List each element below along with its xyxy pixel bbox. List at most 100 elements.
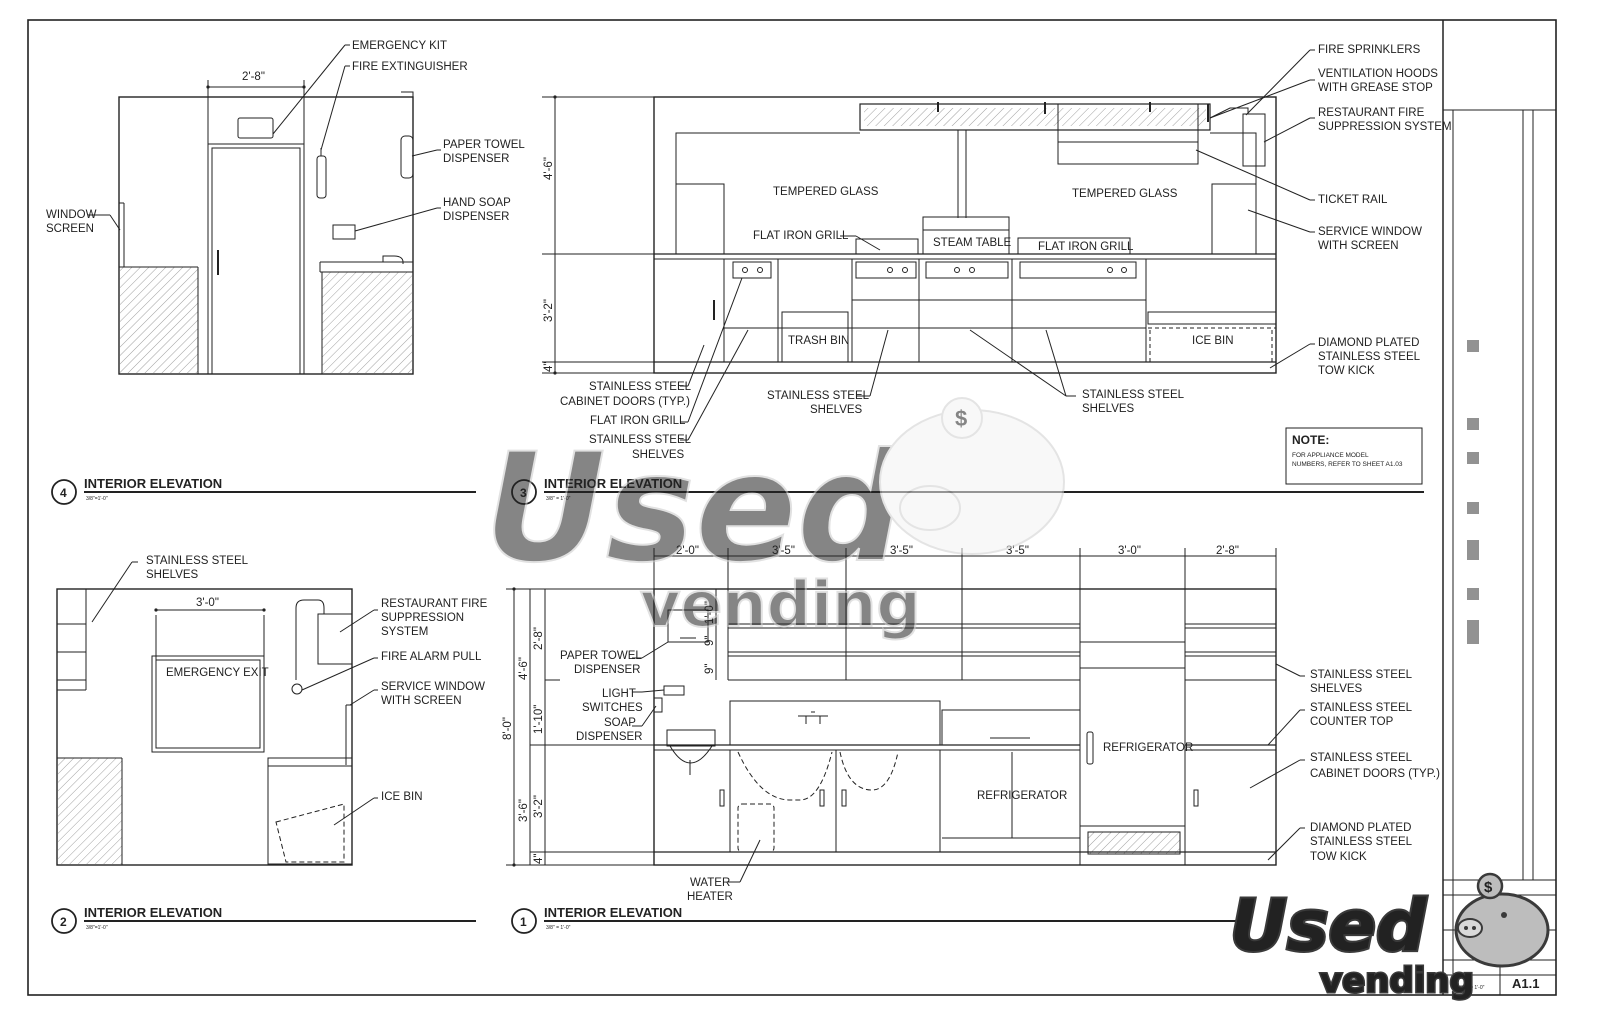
elev4-label-hand-soap-2: DISPENSER — [443, 211, 509, 223]
elev3-label-ice-bin: ICE BIN — [1192, 335, 1234, 347]
elev3-label-steam-table: STEAM TABLE — [933, 237, 1012, 249]
watermark-dollar-icon: $ — [955, 406, 967, 431]
watermark-word-vending: vending — [640, 568, 921, 641]
elev3-label-vent-1: VENTILATION HOODS — [1318, 68, 1438, 80]
elev2-label-svc-2: WITH SCREEN — [381, 695, 462, 707]
elev1-dim-s1: 1'-0" — [704, 601, 716, 624]
title-block — [1442, 20, 1556, 995]
elev1-top-dim-5: 3'-0" — [1118, 545, 1141, 557]
elev1-dim-lower: 3'-6" — [518, 799, 530, 822]
elev1-label-counter-2: COUNTER TOP — [1310, 716, 1394, 728]
elev1-label-diamond-1: DIAMOND PLATED — [1310, 822, 1411, 834]
elev2-label-ice-bin: ICE BIN — [381, 791, 423, 803]
elev3-label-svc-2: WITH SCREEN — [1318, 240, 1399, 252]
elev1-dim-total: 8'-0" — [502, 717, 514, 740]
elev3-dim-middle: 3'-2" — [543, 299, 555, 322]
elev4-scale: 3/8"=1'-0" — [86, 496, 108, 502]
sheet-number: A1.1 — [1512, 976, 1539, 991]
elev3-label-shelves-c2: SHELVES — [1082, 403, 1135, 415]
elev3-label-vent-2: WITH GREASE STOP — [1318, 82, 1433, 94]
elev4-width-dimension: 2'-8" — [242, 71, 265, 83]
elev2-label-rfs-2: SUPPRESSION — [381, 612, 464, 624]
elev2-number: 2 — [60, 915, 67, 929]
elev3-label-cab-2: CABINET DOORS (TYP.) — [560, 396, 690, 408]
elev1-label-diamond-2: STAINLESS STEEL — [1310, 836, 1413, 848]
elev3-label-diamond-3: TOW KICK — [1318, 365, 1375, 377]
elevation-1-drawing — [506, 548, 1305, 883]
elev2-title: INTERIOR ELEVATION — [84, 905, 222, 920]
logo-dollar-icon: $ — [1484, 879, 1493, 896]
elev1-label-paper-towel-1: PAPER TOWEL — [560, 650, 642, 662]
elev1-label-light-1: LIGHT — [602, 688, 636, 700]
elev2-label-shelves-1: STAINLESS STEEL — [146, 555, 249, 567]
elev2-label-emergency-exit: EMERGENCY EXIT — [166, 667, 269, 679]
logo-word-used: Used — [1230, 885, 1427, 967]
elev3-label-svc-1: SERVICE WINDOW — [1318, 226, 1422, 238]
elev1-top-dim-2: 3'-5" — [772, 545, 795, 557]
elev4-label-window-1: WINDOW — [46, 209, 97, 221]
elev1-dim-s2: 9" — [704, 636, 716, 646]
elev3-label-fire-sprinklers: FIRE SPRINKLERS — [1318, 44, 1421, 56]
elev3-label-rfs-2: SUPPRESSION SYSTEM — [1318, 121, 1452, 133]
elevation-3-drawing — [542, 49, 1423, 485]
elev1-title: INTERIOR ELEVATION — [544, 905, 682, 920]
logo-piggy-icon — [1454, 892, 1550, 968]
elev1-label-water-1: WATER — [690, 877, 730, 889]
elev3-label-diamond-2: STAINLESS STEEL — [1318, 351, 1421, 363]
elev1-dim-u1: 2'-8" — [533, 627, 545, 650]
elev1-dim-toe: 4" — [533, 854, 545, 864]
elev2-label-shelves-2: SHELVES — [146, 569, 199, 581]
elev1-title-bubble — [511, 908, 1236, 934]
elevation-2-drawing — [56, 561, 378, 866]
center-watermark-logo: Used vending $ — [483, 397, 1065, 642]
elev1-top-dim-6: 2'-8" — [1216, 545, 1239, 557]
watermark-word-used: Used — [484, 422, 906, 596]
elev1-label-refrigerator-low: REFRIGERATOR — [977, 790, 1067, 802]
elev1-label-light-2: SWITCHES — [582, 702, 643, 714]
corner-logo: $ Used vending — [1228, 872, 1550, 1003]
elev3-scale: 3/8" = 1'-0" — [546, 496, 571, 502]
elev1-dim-l1: 3'-2" — [533, 795, 545, 818]
elev2-label-rfs-3: SYSTEM — [381, 626, 428, 638]
note-line-1: FOR APPLIANCE MODEL — [1292, 452, 1369, 459]
elev1-label-paper-towel-2: DISPENSER — [574, 664, 640, 676]
elev3-label-shelves-b1: STAINLESS STEEL — [767, 390, 870, 402]
logo-word-vending: vending — [1320, 961, 1474, 1001]
elev3-number: 3 — [520, 486, 527, 500]
elev1-top-dim-3: 3'-5" — [890, 545, 913, 557]
elev1-label-counter-1: STAINLESS STEEL — [1310, 702, 1413, 714]
elev3-label-flat-iron-right: FLAT IRON GRILL — [1038, 241, 1134, 253]
note-line-2: NUMBERS, REFER TO SHEET A1.03 — [1292, 461, 1403, 468]
elev1-number: 1 — [520, 915, 527, 929]
elev2-scale: 3/8"=1'-0" — [86, 925, 108, 931]
elev1-label-soap-1: SOAP — [604, 717, 636, 729]
elev1-label-water-2: HEATER — [687, 891, 733, 903]
elevation-4-drawing — [88, 44, 441, 375]
elev3-label-ticket-rail: TICKET RAIL — [1318, 194, 1388, 206]
title-block-scale: 3/8" = 1'-0" — [1460, 985, 1485, 991]
elev1-label-shelves-1: STAINLESS STEEL — [1310, 669, 1413, 681]
elev3-title: INTERIOR ELEVATION — [544, 476, 682, 491]
elev1-label-shelves-2: SHELVES — [1310, 683, 1363, 695]
elev3-label-shelves-a2: SHELVES — [632, 449, 685, 461]
elev2-label-fire-alarm: FIRE ALARM PULL — [381, 651, 482, 663]
elev1-label-cab-1: STAINLESS STEEL — [1310, 752, 1413, 764]
elev4-number: 4 — [60, 486, 67, 500]
elev4-label-emergency-kit: EMERGENCY KIT — [352, 40, 447, 52]
elev3-label-trash-bin: TRASH BIN — [788, 335, 849, 347]
elev1-dim-upper: 4'-6" — [518, 657, 530, 680]
elev1-label-diamond-3: TOW KICK — [1310, 851, 1367, 863]
elev4-label-window-2: SCREEN — [46, 223, 94, 235]
elev1-label-cab-2: CABINET DOORS (TYP.) — [1310, 768, 1440, 780]
note-heading: NOTE: — [1292, 433, 1329, 447]
elev3-label-rfs-1: RESTAURANT FIRE — [1318, 107, 1425, 119]
title-block-blurred-marks — [1467, 340, 1479, 644]
elev3-dim-toe: 4" — [543, 362, 555, 372]
elev3-label-tempered-left: TEMPERED GLASS — [773, 186, 879, 198]
elev1-top-dim-1: 2'-0" — [676, 545, 699, 557]
elev3-label-cab-1: STAINLESS STEEL — [589, 381, 692, 393]
elev1-label-refrigerator-tall: REFRIGERATOR — [1103, 742, 1193, 754]
elev1-dim-u2: 1'-10" — [533, 705, 545, 734]
elev2-label-svc-1: SERVICE WINDOW — [381, 681, 485, 693]
